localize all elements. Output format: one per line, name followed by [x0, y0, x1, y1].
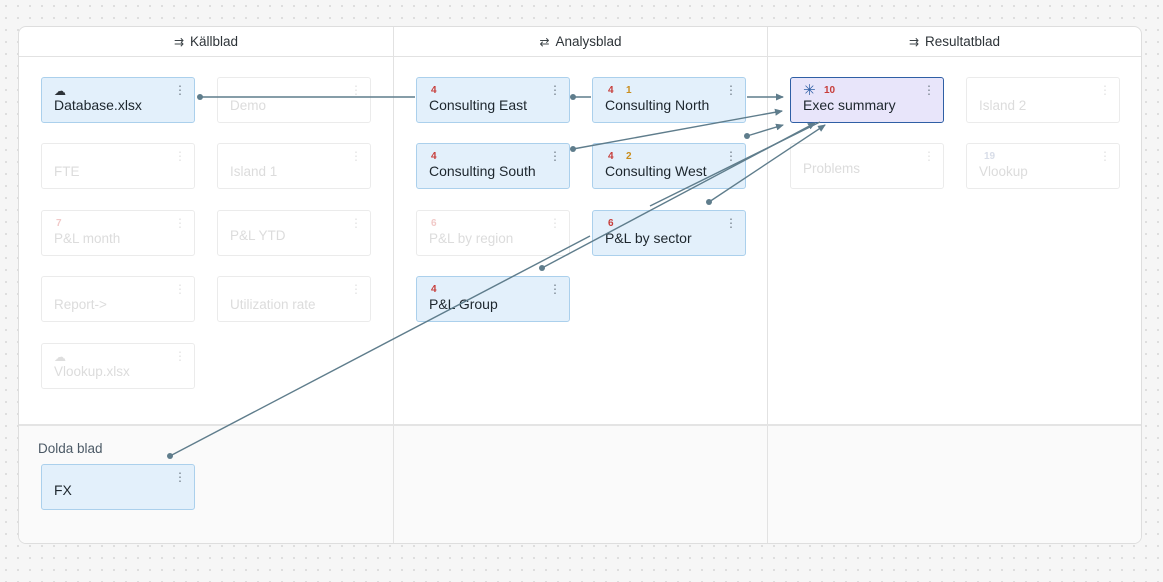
more-menu-icon[interactable]: ⋮ — [350, 149, 362, 163]
sheet-name: P&L by sector — [605, 230, 692, 246]
column-divider — [393, 426, 394, 543]
column-divider — [767, 27, 768, 543]
sheet-card-consulting-west[interactable]: 4 2 Consulting West ⋮ — [592, 143, 746, 189]
column-title: Analysblad — [555, 34, 622, 49]
more-menu-icon[interactable]: ⋮ — [350, 83, 362, 97]
error-count-badge: 4 — [608, 151, 614, 162]
flow-icon: ⇉ — [908, 35, 919, 49]
sheet-card-demo[interactable]: Demo ⋮ — [217, 77, 371, 123]
hidden-sheets-label: Dolda blad — [38, 441, 103, 456]
more-menu-icon[interactable]: ⋮ — [174, 149, 186, 163]
sheet-card-pl-sector[interactable]: 6 P&L by sector ⋮ — [592, 210, 746, 256]
more-menu-icon[interactable]: ⋮ — [174, 349, 186, 363]
more-menu-icon[interactable]: ⋮ — [725, 149, 737, 163]
flow-icon: ⇉ — [173, 35, 184, 49]
sheet-name: Vlookup — [979, 164, 1028, 179]
sheet-card-pl-ytd[interactable]: P&L YTD ⋮ — [217, 210, 371, 256]
more-menu-icon[interactable]: ⋮ — [1099, 149, 1111, 163]
sheet-card-island-1[interactable]: Island 1 ⋮ — [217, 143, 371, 189]
column-title: Källblad — [190, 34, 239, 49]
asterisk-icon: ✳ — [803, 82, 816, 99]
sheet-name: Consulting South — [429, 163, 536, 179]
sheet-name: P&L Group — [429, 296, 498, 312]
more-menu-icon[interactable]: ⋮ — [350, 282, 362, 296]
warning-count-badge: 1 — [626, 85, 632, 96]
more-menu-icon[interactable]: ⋮ — [174, 83, 186, 97]
sheet-card-consulting-east[interactable]: 4 Consulting East ⋮ — [416, 77, 570, 123]
more-menu-icon[interactable]: ⋮ — [923, 83, 935, 97]
sheet-card-consulting-north[interactable]: 4 1 Consulting North ⋮ — [592, 77, 746, 123]
sheet-name: Vlookup.xlsx — [54, 364, 130, 379]
column-title: Resultatblad — [925, 34, 1001, 49]
error-count-badge: 6 — [608, 218, 614, 229]
sheet-card-island-2[interactable]: Island 2 ⋮ — [966, 77, 1120, 123]
sheet-card-problems[interactable]: Problems ⋮ — [790, 143, 944, 189]
sheet-name: Demo — [230, 98, 267, 113]
sheet-name: Problems — [803, 161, 861, 176]
sheet-name: P&L by region — [429, 231, 514, 246]
more-menu-icon[interactable]: ⋮ — [549, 216, 561, 230]
more-menu-icon[interactable]: ⋮ — [174, 470, 186, 484]
more-menu-icon[interactable]: ⋮ — [174, 216, 186, 230]
more-menu-icon[interactable]: ⋮ — [725, 83, 737, 97]
more-menu-icon[interactable]: ⋮ — [725, 216, 737, 230]
warning-count-badge: 2 — [626, 151, 632, 162]
sheet-name: P&L month — [54, 231, 121, 246]
sheet-name: Exec summary — [803, 97, 896, 113]
sheet-name: Report-> — [54, 297, 107, 312]
error-count-badge: 4 — [431, 151, 437, 162]
more-menu-icon[interactable]: ⋮ — [174, 282, 186, 296]
sheet-card-fte[interactable]: FTE ⋮ — [41, 143, 195, 189]
sheet-name: Island 1 — [230, 164, 278, 179]
cloud-icon: ☁ — [54, 350, 66, 364]
column-header-result: ⇉ Resultatblad — [768, 27, 1141, 57]
sheet-name: Consulting West — [605, 163, 707, 179]
more-menu-icon[interactable]: ⋮ — [1099, 83, 1111, 97]
sheet-card-vlookup-xlsx[interactable]: ☁ Vlookup.xlsx ⋮ — [41, 343, 195, 389]
error-count-badge: 19 — [984, 151, 996, 162]
sheet-card-pl-group[interactable]: 4 P&L Group ⋮ — [416, 276, 570, 322]
more-menu-icon[interactable]: ⋮ — [549, 149, 561, 163]
sheet-card-report[interactable]: Report-> ⋮ — [41, 276, 195, 322]
swap-icon: ⇄ — [539, 35, 550, 49]
sheet-name: Database.xlsx — [54, 97, 142, 113]
error-count-badge: 4 — [431, 85, 437, 96]
column-header-source: ⇉ Källblad — [19, 27, 393, 57]
sheet-card-exec-summary[interactable]: ✳ 10 Exec summary ⋮ — [790, 77, 944, 123]
error-count-badge: 4 — [431, 284, 437, 295]
sheet-name: Consulting East — [429, 97, 528, 113]
more-menu-icon[interactable]: ⋮ — [350, 216, 362, 230]
more-menu-icon[interactable]: ⋮ — [549, 83, 561, 97]
sheet-name: FTE — [54, 164, 80, 179]
error-count-badge: 6 — [431, 218, 437, 229]
sheet-board: ⇉ Källblad ⇄ Analysblad ⇉ Resultatblad Dold… — [18, 26, 1142, 544]
sheet-card-vlookup[interactable]: 19 Vlookup ⋮ — [966, 143, 1120, 189]
sheet-card-pl-month[interactable]: 7 P&L month ⋮ — [41, 210, 195, 256]
error-count-badge: 10 — [824, 85, 836, 96]
more-menu-icon[interactable]: ⋮ — [923, 149, 935, 163]
sheet-name: P&L YTD — [230, 228, 286, 243]
sheet-card-database[interactable]: ☁ Database.xlsx ⋮ — [41, 77, 195, 123]
sheet-card-consulting-south[interactable]: 4 Consulting South ⋮ — [416, 143, 570, 189]
sheet-name: FX — [54, 482, 72, 498]
sheet-card-fx[interactable]: FX ⋮ — [41, 464, 195, 510]
error-count-badge: 7 — [56, 218, 62, 229]
sheet-name: Utilization rate — [230, 297, 316, 312]
cloud-icon: ☁ — [54, 84, 66, 98]
sheet-name: Island 2 — [979, 98, 1027, 113]
column-header-analysis: ⇄ Analysblad — [394, 27, 767, 57]
error-count-badge: 4 — [608, 85, 614, 96]
more-menu-icon[interactable]: ⋮ — [549, 282, 561, 296]
column-divider — [767, 426, 768, 543]
sheet-name: Consulting North — [605, 97, 710, 113]
sheet-card-pl-region[interactable]: 6 P&L by region ⋮ — [416, 210, 570, 256]
sheet-card-utilization[interactable]: Utilization rate ⋮ — [217, 276, 371, 322]
